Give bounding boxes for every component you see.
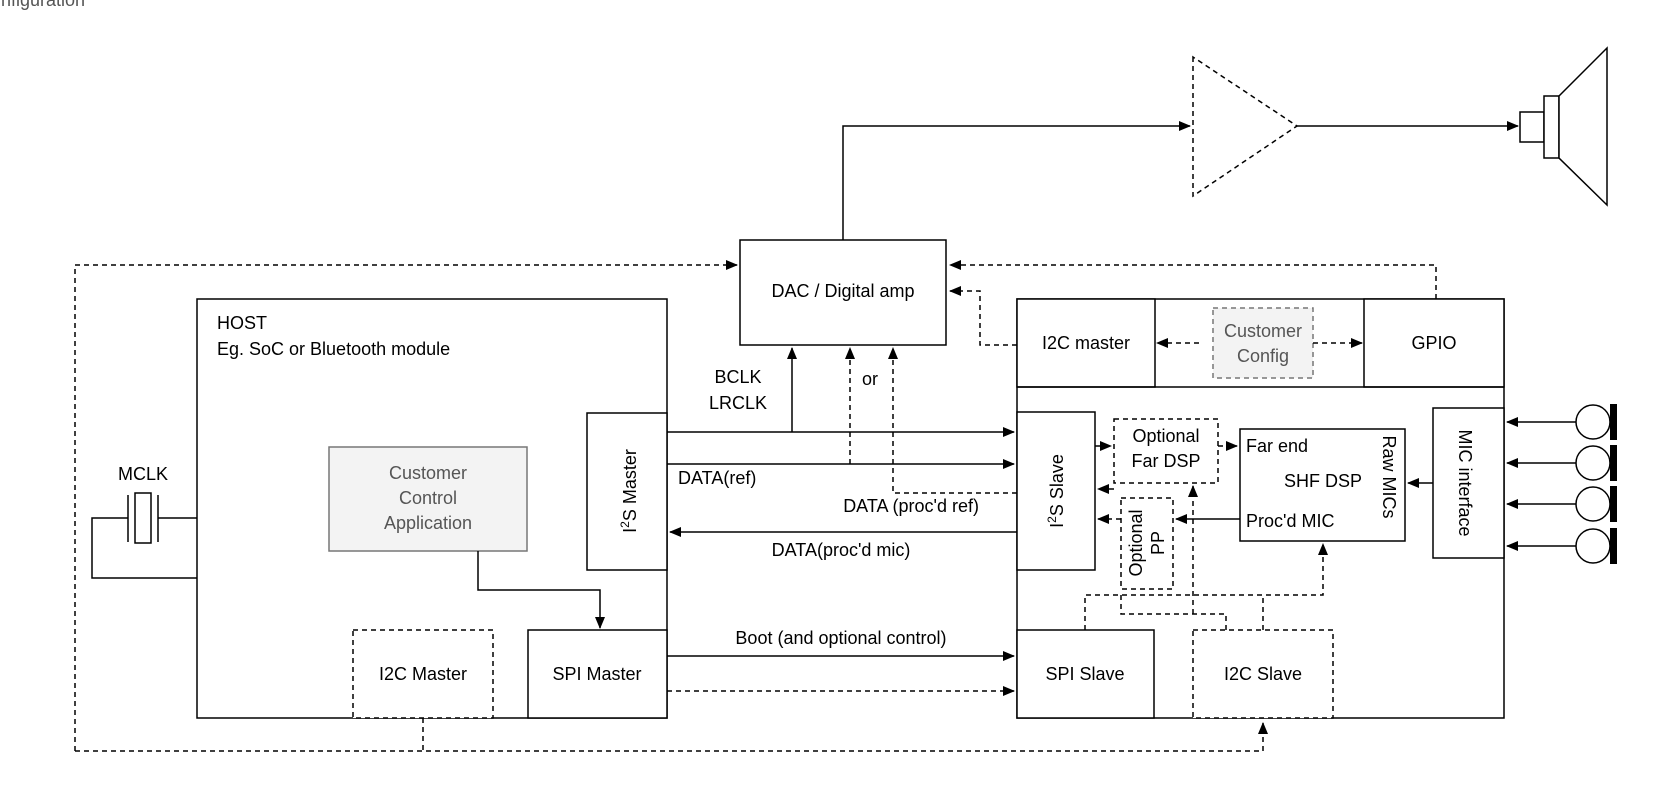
dac-box [739,239,947,346]
customer-control-application-box[interactable] [328,446,528,552]
customer-config-line-2: Config [1237,346,1289,366]
customer-app-line-1: Customer [389,463,467,483]
control-bus-link [1120,595,1227,630]
customer-app-line-2: Control [399,488,457,508]
procd-mic-label: Proc'd MIC [1246,511,1334,531]
i2c-master-to-dac-line [949,286,1017,346]
i2s-slave-box [1016,411,1096,571]
far-dsp-line-2: Far DSP [1131,451,1200,471]
control-to-shf-line [1084,543,1328,630]
bclk-label: BCLK [714,367,761,387]
i2s-master-box [586,412,668,571]
or-label: or [862,369,878,389]
app-to-spi-master-line [477,551,605,629]
host-title: HOST [217,313,267,333]
dac-label: DAC / Digital amp [771,281,914,301]
pp-line-1: Optional [1126,509,1146,576]
spi-slave-label: SPI Slave [1045,664,1124,684]
device-i2c-slave-box [1192,629,1334,719]
microphone-icon [1506,404,1617,440]
customer-config-box[interactable] [1212,307,1314,379]
i2s-slave-label: I2S Slave [1045,454,1067,528]
microphone-icon [1506,528,1617,564]
mclk-label: MCLK [118,464,168,484]
speaker-icon [1519,46,1608,207]
caption-fragment: nfiguration [1,0,85,10]
boot-label: Boot (and optional control) [735,628,946,648]
optional-far-dsp-box [1113,418,1219,484]
spi-slave-box [1016,629,1155,719]
microphone-icon [1506,445,1617,481]
microphone-icon [1506,486,1617,522]
raw-mics-label: Raw MICs [1379,435,1399,518]
gpio-label: GPIO [1411,333,1456,353]
device-i2c-slave-label: I2C Slave [1224,664,1302,684]
host-i2c-master-label: I2C Master [379,664,467,684]
spi-master-label: SPI Master [552,664,641,684]
optional-pp-box [1120,497,1174,590]
lrclk-label: LRCLK [709,393,767,413]
i2s-master-label: I2S Master [618,449,640,533]
device-i2c-master-label: I2C master [1042,333,1130,353]
gpio-box [1363,298,1505,388]
control-bus-to-dac-line [74,260,738,751]
spi-master-box [527,629,668,719]
customer-config-line-1: Customer [1224,321,1302,341]
data-procd-ref-to-dac-line [888,347,1017,494]
host-subtitle: Eg. SoC or Bluetooth module [217,339,450,359]
dac-to-amp-line [842,121,1191,240]
shf-dsp-box [1239,428,1406,542]
far-end-label: Far end [1246,436,1308,456]
gpio-to-dac-line [949,260,1437,299]
data-ref-label: DATA(ref) [678,468,756,488]
data-procd-mic-label: DATA(proc'd mic) [772,540,911,560]
far-dsp-line-1: Optional [1132,426,1199,446]
i2c-bus-line [75,722,1268,752]
data-procd-ref-label: DATA (proc'd ref) [843,496,979,516]
pp-line-2: PP [1148,531,1168,555]
customer-app-line-3: Application [384,513,472,533]
host-i2c-master-box [352,629,494,719]
device-i2c-master-box [1016,298,1156,388]
shf-dsp-label: SHF DSP [1284,471,1362,491]
amplifier-triangle-icon [1192,55,1299,198]
mic-interface-label: MIC interface [1455,429,1475,536]
crystal-oscillator-icon [91,492,197,579]
